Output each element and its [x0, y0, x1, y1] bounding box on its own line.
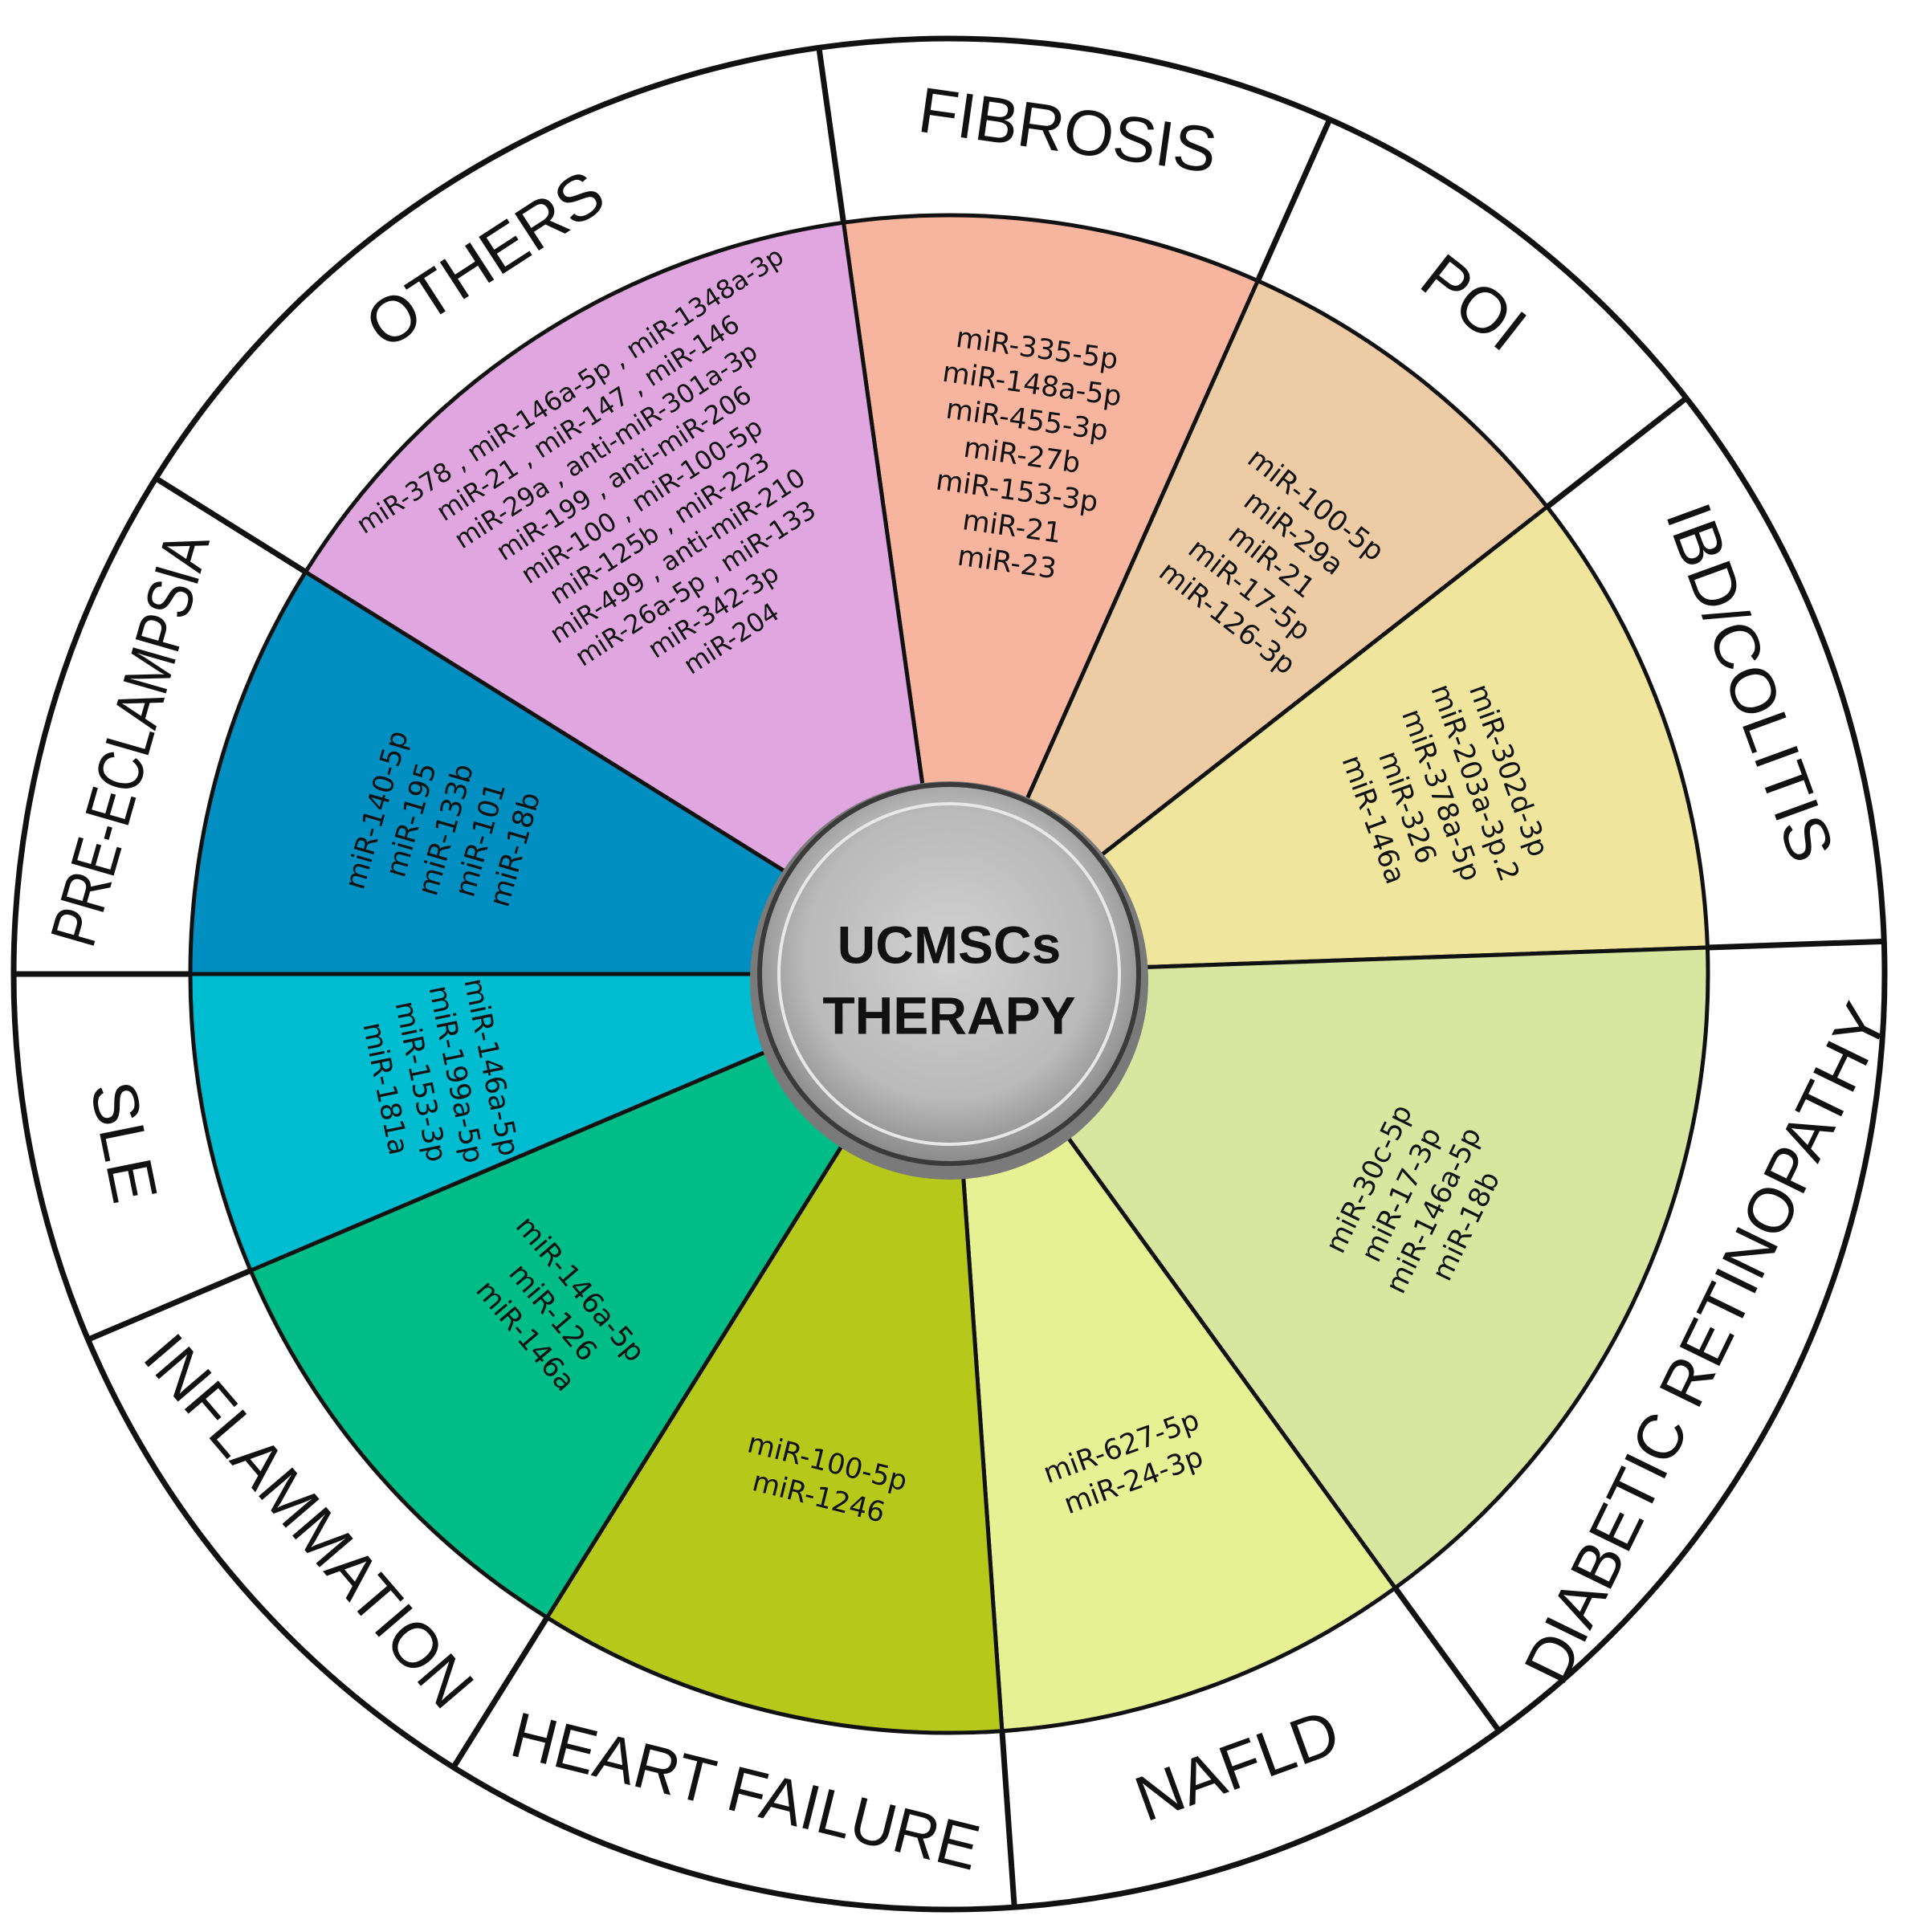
center-title-line-2: THERAPY	[822, 985, 1075, 1045]
ring-divider-fibrosis	[816, 47, 846, 223]
ring-divider-inflammation	[450, 1616, 550, 1769]
ring-divider-ibd-colitis	[1545, 395, 1689, 509]
center-hub: UCMSCs THERAPY	[750, 781, 1148, 1180]
ring-divider-poi	[1255, 118, 1333, 283]
ring-divider-sle	[87, 1268, 252, 1343]
ring-divider-others	[154, 475, 308, 575]
ring-divider-diabetic-retinopathy	[1707, 938, 1885, 951]
center-title-line-1: UCMSCs	[838, 915, 1062, 974]
ring-divider-nafld	[1392, 1586, 1502, 1733]
hub-inner-highlight	[777, 802, 1121, 1146]
hub-disc	[757, 782, 1141, 1166]
ring-divider-heart-failure	[999, 1730, 1017, 1908]
colored-sector-layer	[188, 213, 1710, 1735]
